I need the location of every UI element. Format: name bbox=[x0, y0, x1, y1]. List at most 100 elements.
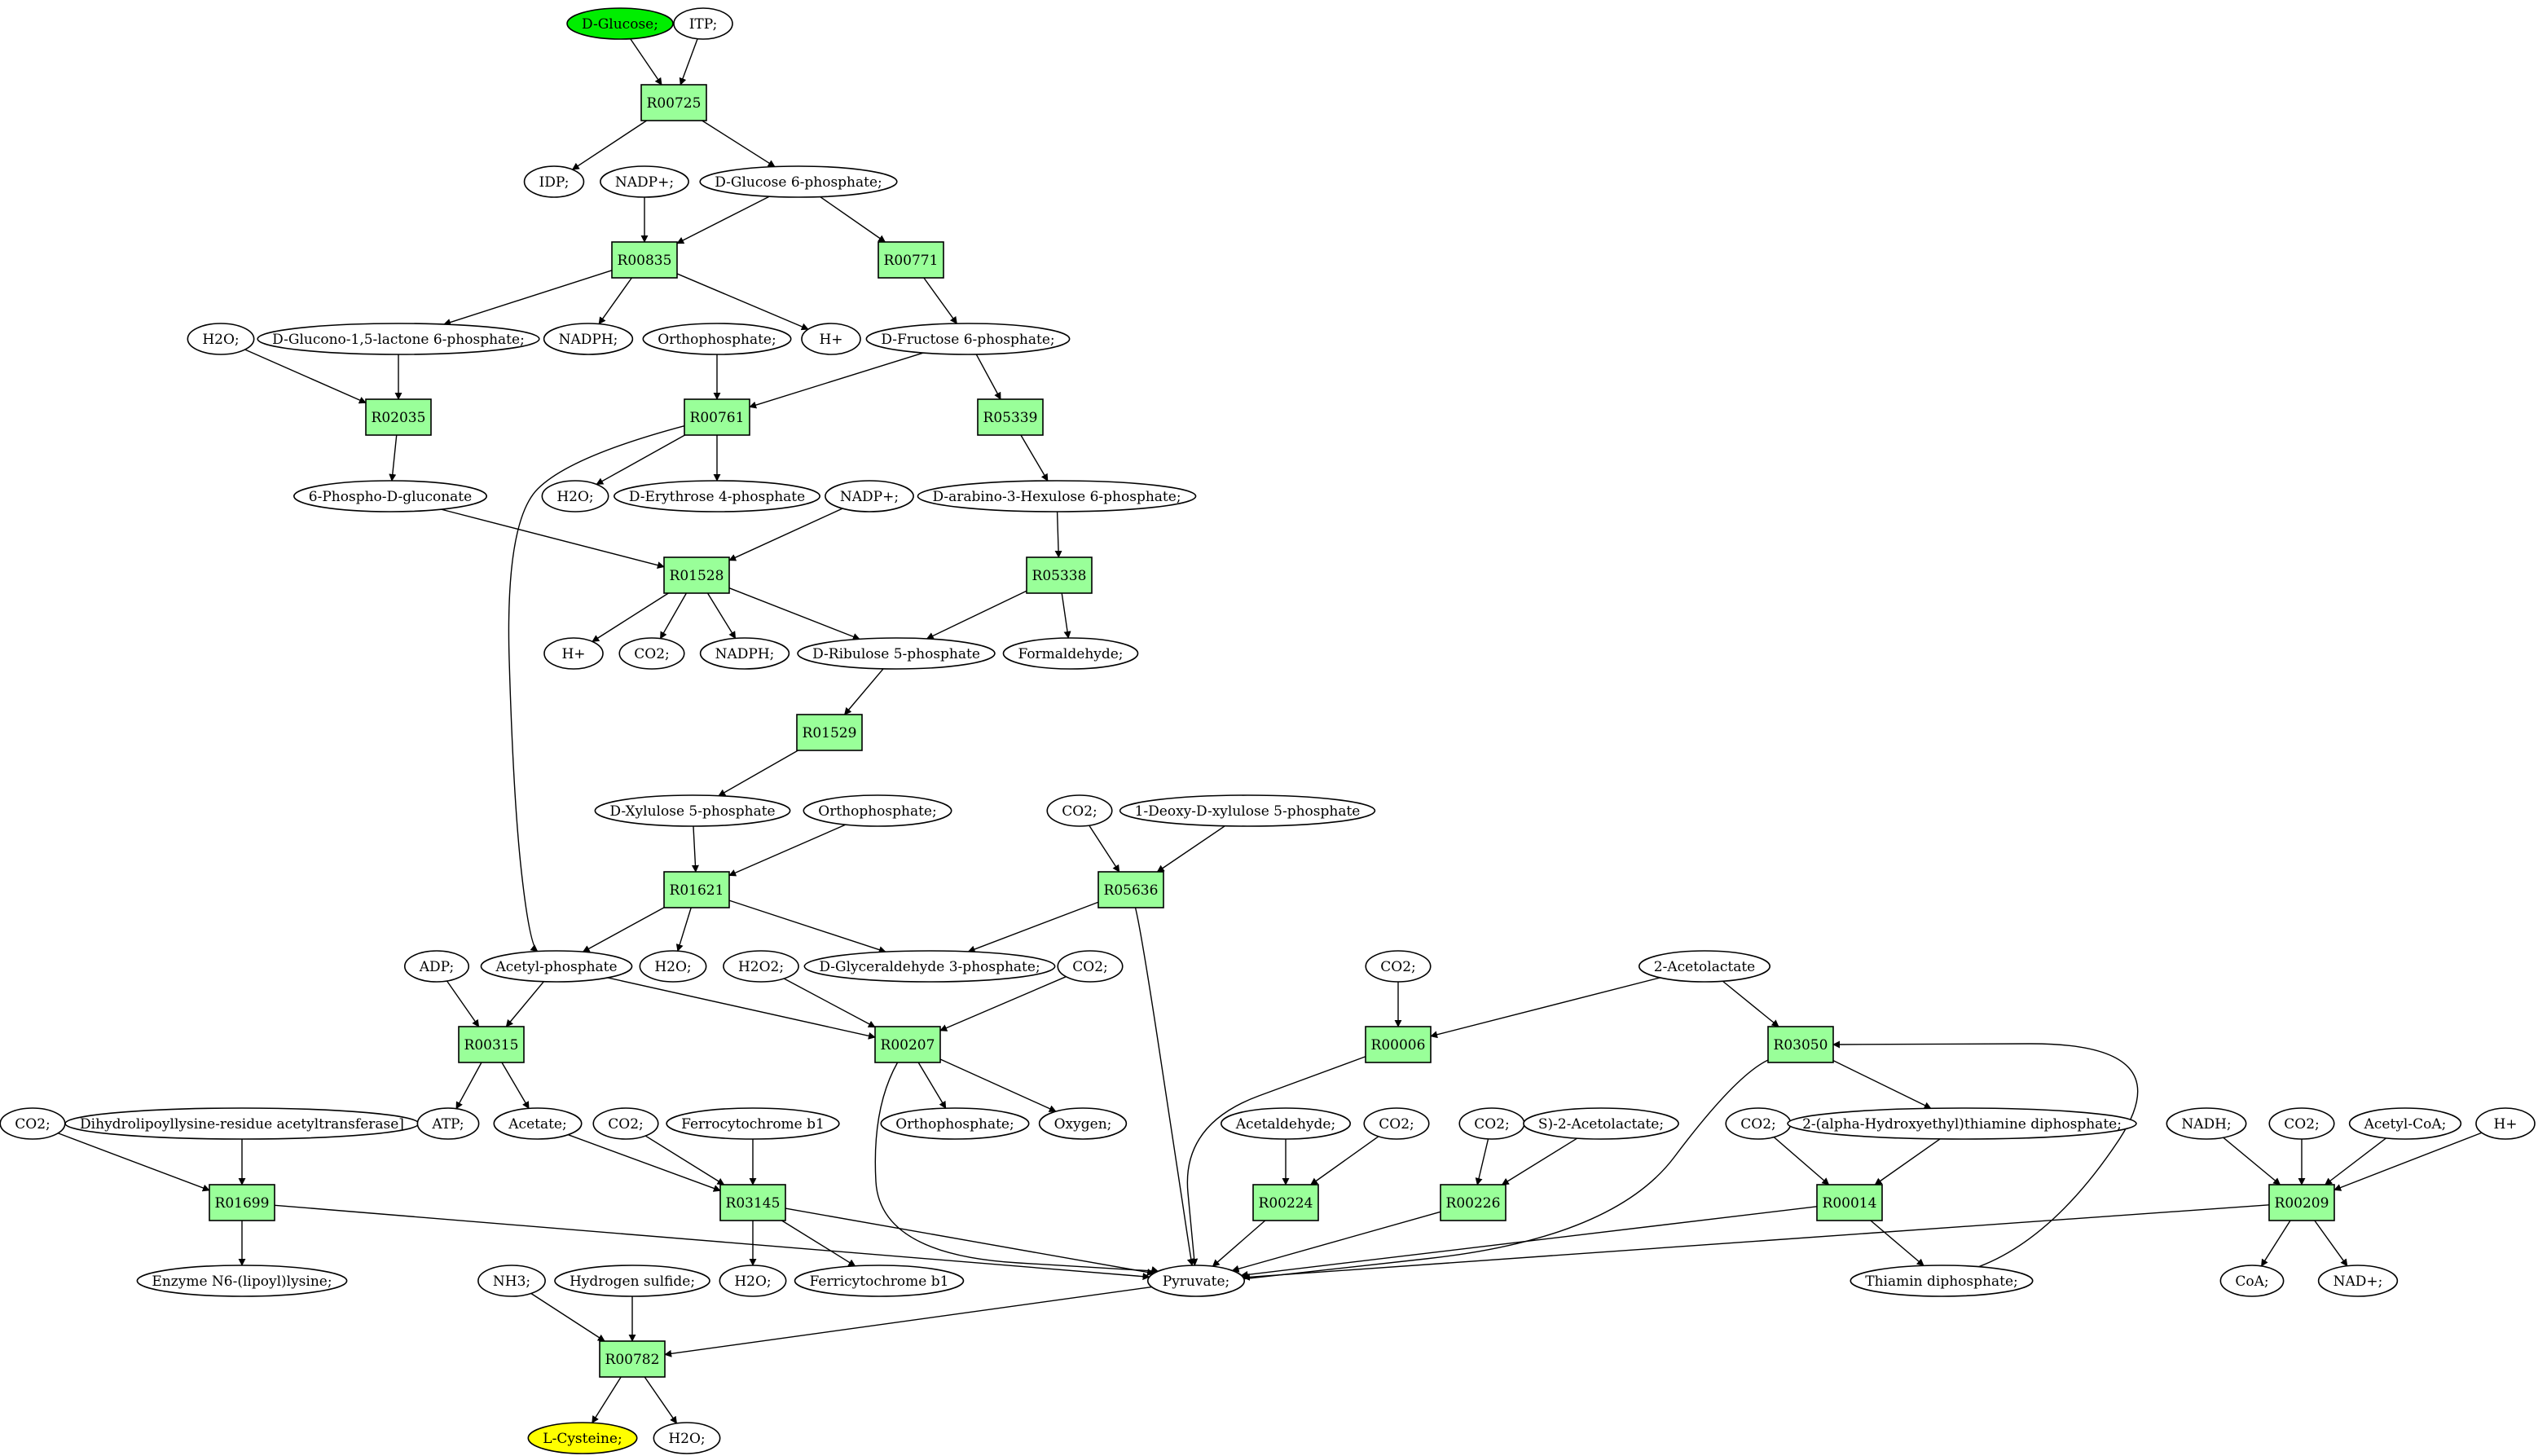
compound-label: 1-Deoxy-D-xylulose 5-phosphate bbox=[1135, 803, 1361, 820]
reaction-label: R01699 bbox=[215, 1195, 270, 1212]
compound-node-m_h2o_b: H2O; bbox=[541, 480, 609, 512]
compound-node-m_itp: ITP; bbox=[673, 7, 733, 40]
compound-label: D-Xylulose 5-phosphate bbox=[609, 803, 775, 820]
reaction-label: R00006 bbox=[1371, 1037, 1426, 1054]
edge-m_co2_h-to-r_R00226 bbox=[1475, 1138, 1489, 1185]
edge-m_h2o2-to-r_R00207 bbox=[783, 978, 876, 1028]
edge-r_R00014-to-m_tpp bbox=[1870, 1220, 1924, 1266]
compound-ellipse bbox=[642, 323, 792, 355]
compound-label: CO2; bbox=[2284, 1116, 2320, 1133]
reaction-node-r_R03145: R03145 bbox=[719, 1184, 786, 1221]
compound-node-m_hplus3: H+ bbox=[2475, 1107, 2536, 1140]
edge-m_tpp-to-r_R03050 bbox=[1832, 1040, 2139, 1268]
compound-ellipse bbox=[803, 794, 952, 827]
compound-ellipse bbox=[1787, 1107, 2137, 1140]
compound-label: H2O; bbox=[668, 1431, 705, 1447]
edge-r_R00782-to-m_cys bbox=[592, 1376, 622, 1424]
target-compound-ellipse bbox=[527, 1422, 638, 1454]
compound-ellipse bbox=[523, 165, 585, 198]
compound-label: CO2; bbox=[1740, 1116, 1776, 1133]
compound-node-m_acp: Acetyl-phosphate bbox=[480, 950, 633, 983]
compound-node-m_glc: D-Glucose; bbox=[566, 7, 674, 40]
edge-r_R00761-to-m_acp bbox=[508, 424, 685, 952]
compound-label: H2O; bbox=[202, 332, 239, 348]
compound-ellipse bbox=[865, 323, 1071, 355]
compound-node-m_fdox: Ferricytochrome b1 bbox=[794, 1265, 965, 1297]
edge-r_R01528-to-m_hplus2 bbox=[592, 592, 669, 642]
edge-r_R03050-to-m_hetpp bbox=[1832, 1059, 1932, 1109]
compound-ellipse bbox=[1046, 794, 1113, 827]
reaction-box bbox=[1252, 1184, 1319, 1221]
compound-node-m_nadph2: NADPH; bbox=[699, 637, 790, 670]
compound-node-m_dlat: Dihydrolipoyllysine-residue acetyltransf… bbox=[64, 1107, 420, 1140]
compound-label: Thiamin diphosphate; bbox=[1865, 1273, 2017, 1290]
compound-label: Enzyme N6-(lipoyl)lysine; bbox=[152, 1273, 332, 1290]
compound-node-m_gl6p: D-Glucono-1,5-lactone 6-phosphate; bbox=[257, 323, 540, 355]
compound-node-m_nad: NAD+; bbox=[2317, 1265, 2399, 1297]
edge-m_s2al-to-r_R00226 bbox=[1501, 1137, 1578, 1185]
edge-r_R05338-to-m_hcho bbox=[1061, 592, 1071, 639]
compound-label: CO2; bbox=[1062, 803, 1097, 820]
compound-ellipse bbox=[1146, 1265, 1246, 1297]
edge-r_R00782-to-m_h2o_e bbox=[644, 1376, 678, 1424]
edge-m_g6p-to-r_R00771 bbox=[820, 196, 886, 243]
edge-m_co2_b-to-r_R05636 bbox=[1089, 825, 1120, 873]
edge-r_R03145-to-m_fdox bbox=[781, 1220, 856, 1267]
compound-label: CO2; bbox=[1380, 959, 1416, 975]
compound-node-m_f6p: D-Fructose 6-phosphate; bbox=[865, 323, 1071, 355]
edge-m_g6p-to-r_R00835 bbox=[676, 196, 770, 244]
compound-ellipse bbox=[1638, 950, 1771, 983]
compound-label: Acetyl-phosphate bbox=[495, 959, 617, 975]
edge-r_R00835-to-m_nadph1 bbox=[598, 277, 632, 325]
reaction-box bbox=[719, 1184, 786, 1221]
compound-node-m_ru5p: D-Ribulose 5-phosphate bbox=[797, 637, 996, 670]
edge-m_dxp-to-r_R05636 bbox=[1156, 825, 1225, 873]
edge-r_R00226-to-m_pyr bbox=[1231, 1211, 1441, 1273]
reaction-node-r_R00006: R00006 bbox=[1365, 1026, 1432, 1063]
compound-ellipse bbox=[136, 1265, 348, 1297]
edge-m_f6p-to-r_R05339 bbox=[975, 354, 1001, 400]
reaction-label: R03050 bbox=[1774, 1037, 1828, 1054]
compound-label: 6-Phospho-D-gluconate bbox=[309, 489, 472, 505]
edge-r_R00006-to-m_pyr bbox=[1186, 1056, 1366, 1266]
compound-ellipse bbox=[801, 323, 861, 355]
reaction-node-r_R00014: R00014 bbox=[1816, 1184, 1883, 1221]
compound-node-m_hcho: Formaldehyde; bbox=[1002, 637, 1139, 670]
compound-node-m_h2o2: H2O2; bbox=[723, 950, 799, 983]
edge-m_acp-to-r_R00315 bbox=[505, 981, 544, 1027]
compound-label: D-Glucose; bbox=[582, 16, 658, 33]
compound-ellipse bbox=[600, 165, 689, 198]
compound-ellipse bbox=[723, 950, 799, 983]
reaction-label: R00224 bbox=[1259, 1195, 1313, 1212]
compound-label: 2-Acetolactate bbox=[1654, 959, 1755, 975]
compound-ellipse bbox=[477, 1265, 546, 1297]
compound-label: CoA; bbox=[2235, 1273, 2268, 1290]
edge-r_R00761-to-m_h2o_b bbox=[596, 434, 685, 486]
reaction-label: R00771 bbox=[884, 253, 939, 269]
reaction-box bbox=[1026, 556, 1093, 594]
compound-node-m_hu6p: D-arabino-3-Hexulose 6-phosphate; bbox=[917, 480, 1197, 512]
compound-ellipse bbox=[614, 480, 820, 512]
compound-label: H+ bbox=[819, 332, 842, 348]
reaction-label: R02035 bbox=[372, 410, 426, 426]
reaction-box bbox=[1365, 1026, 1432, 1063]
compound-node-m_nadp1: NADP+; bbox=[600, 165, 689, 198]
edge-r_R00209-to-m_nad bbox=[2314, 1220, 2348, 1267]
edge-m_pi2-to-r_R01621 bbox=[728, 824, 847, 877]
edge-m_co2_i-to-r_R00014 bbox=[1773, 1137, 1830, 1185]
compound-ellipse bbox=[2317, 1265, 2399, 1297]
compound-label: CO2; bbox=[608, 1116, 644, 1133]
compound-node-m_co2_d: CO2; bbox=[1365, 950, 1432, 983]
compound-node-m_co2_f: CO2; bbox=[592, 1107, 659, 1140]
compound-ellipse bbox=[1220, 1107, 1352, 1140]
compound-ellipse bbox=[719, 1265, 787, 1297]
edge-m_hu6p-to-r_R05338 bbox=[1054, 511, 1062, 558]
compound-label: Ferrocytochrome b1 bbox=[681, 1116, 825, 1133]
edge-r_R00315-to-m_acetate bbox=[501, 1062, 530, 1110]
compound-node-m_lipoyl: Enzyme N6-(lipoyl)lysine; bbox=[136, 1265, 348, 1297]
compound-ellipse bbox=[403, 950, 470, 983]
compound-ellipse bbox=[594, 794, 791, 827]
compound-node-m_pi1: Orthophosphate; bbox=[642, 323, 792, 355]
reaction-box bbox=[1816, 1184, 1883, 1221]
compound-ellipse bbox=[794, 1265, 965, 1297]
